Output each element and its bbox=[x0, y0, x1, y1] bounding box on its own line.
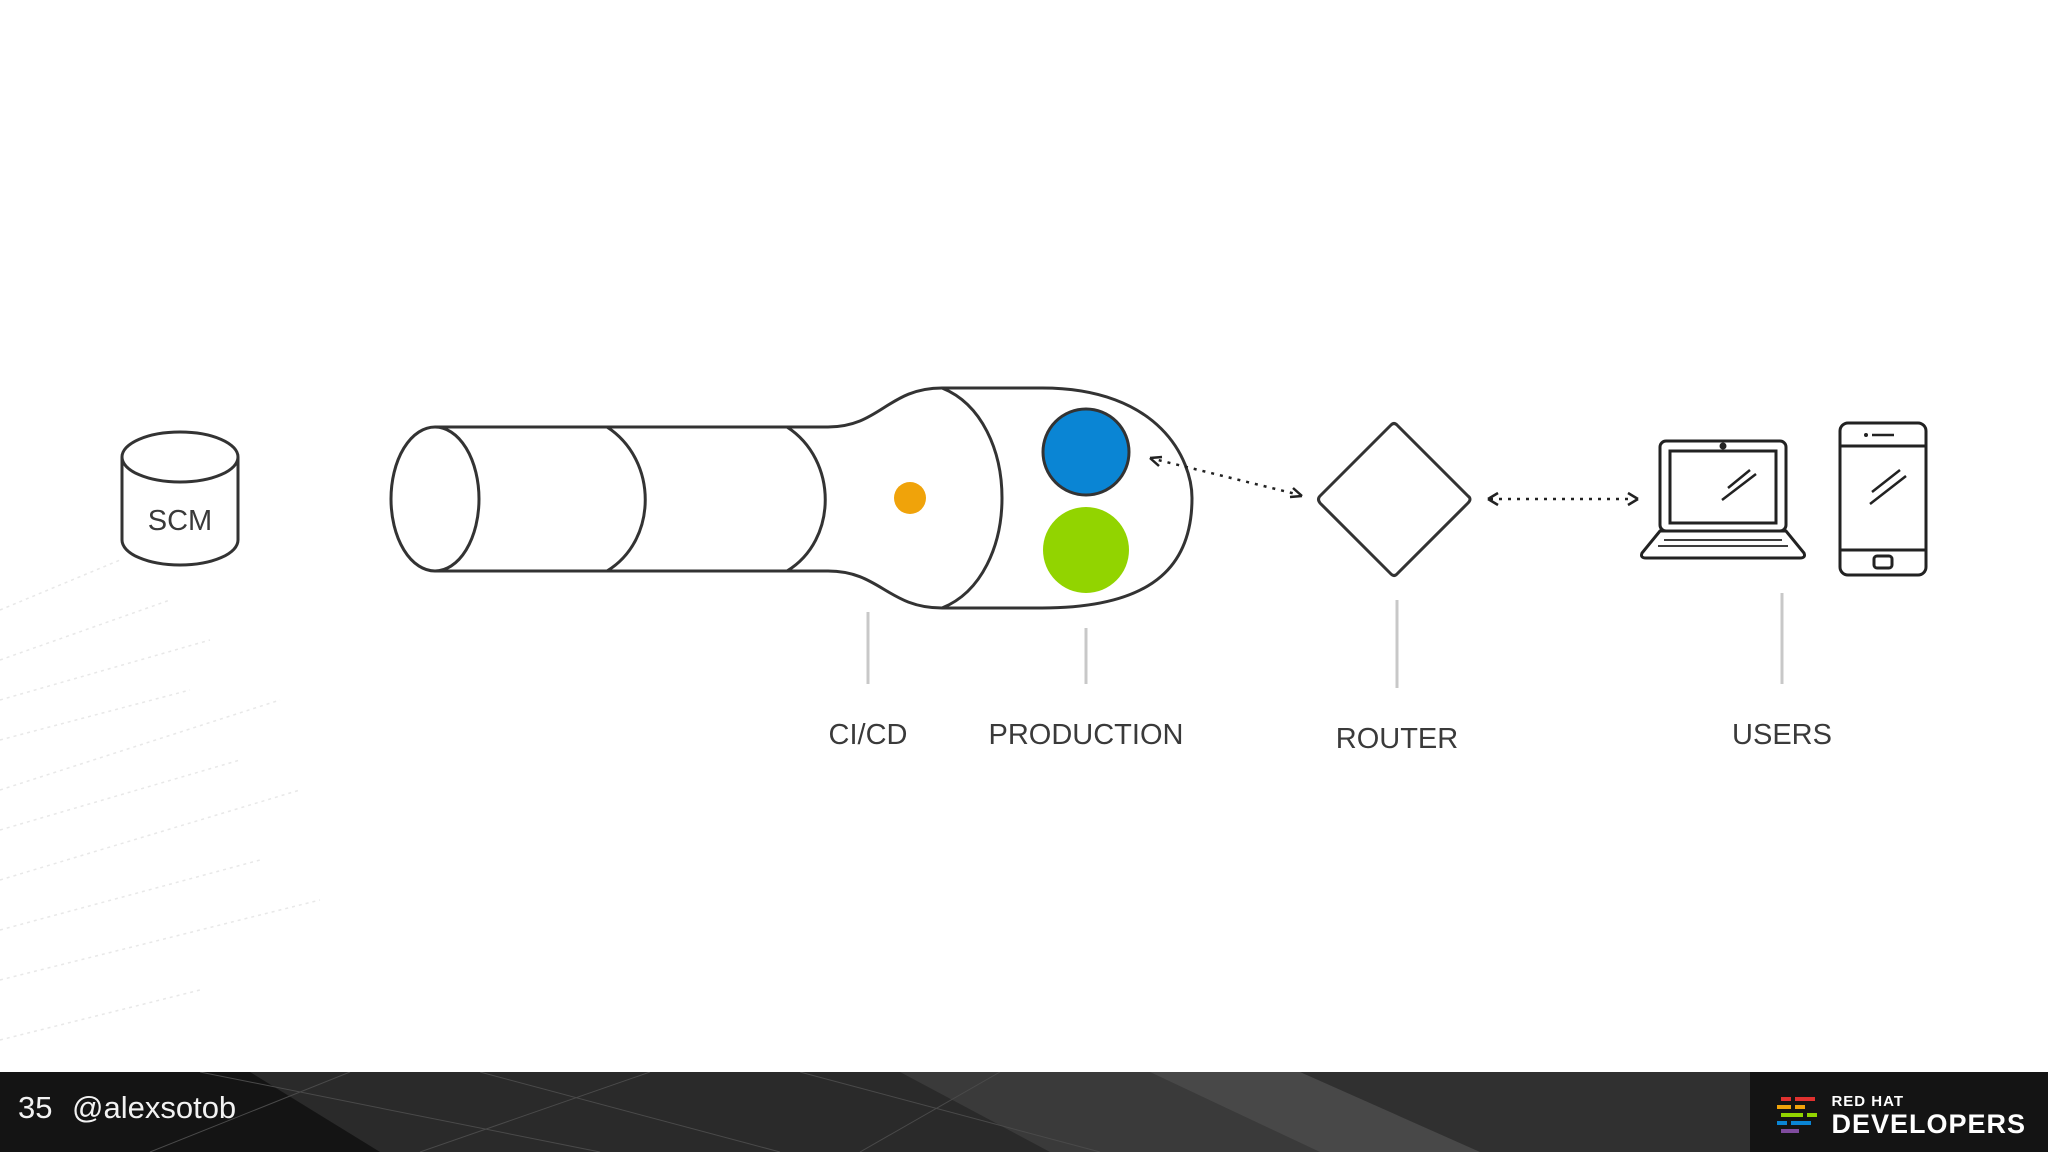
pipeline-body bbox=[389, 386, 1194, 610]
bidirectional-arrow-icon bbox=[1487, 491, 1639, 507]
bidirectional-arrow-icon bbox=[1149, 455, 1303, 499]
database-icon bbox=[120, 457, 240, 567]
production-label: PRODUCTION bbox=[989, 719, 1184, 751]
users-label: USERS bbox=[1732, 719, 1832, 751]
smartphone-icon bbox=[1838, 421, 1928, 577]
author-handle: @alexsotob bbox=[72, 1090, 237, 1125]
cicd-dot bbox=[894, 482, 926, 514]
slide-footer: 35 @alexsotob RED HAT DEVELOPERS bbox=[0, 1072, 2048, 1152]
scm-label: SCM bbox=[148, 505, 212, 537]
deployment-diagram: SCM bbox=[120, 386, 1928, 755]
slide-number: 35 bbox=[18, 1090, 53, 1125]
production-green-instance bbox=[1043, 507, 1129, 593]
red-hat-developers-logo: RED HAT DEVELOPERS bbox=[1775, 1092, 2026, 1138]
developers-logo-icon bbox=[1777, 1097, 1818, 1133]
laptop-icon bbox=[1640, 439, 1806, 560]
production-blue-instance bbox=[1041, 407, 1131, 497]
footer-pattern bbox=[149, 1072, 2048, 1152]
brand-line-developers: DEVELOPERS bbox=[1831, 1109, 2026, 1139]
scm-database bbox=[120, 430, 240, 567]
brand-text: RED HAT DEVELOPERS bbox=[1831, 1093, 2026, 1139]
diamond-router-icon bbox=[1317, 422, 1472, 577]
cicd-label: CI/CD bbox=[829, 719, 908, 751]
label-connectors bbox=[866, 593, 1784, 688]
brand-line-redhat: RED HAT bbox=[1831, 1093, 1905, 1110]
router-label: ROUTER bbox=[1336, 723, 1458, 755]
